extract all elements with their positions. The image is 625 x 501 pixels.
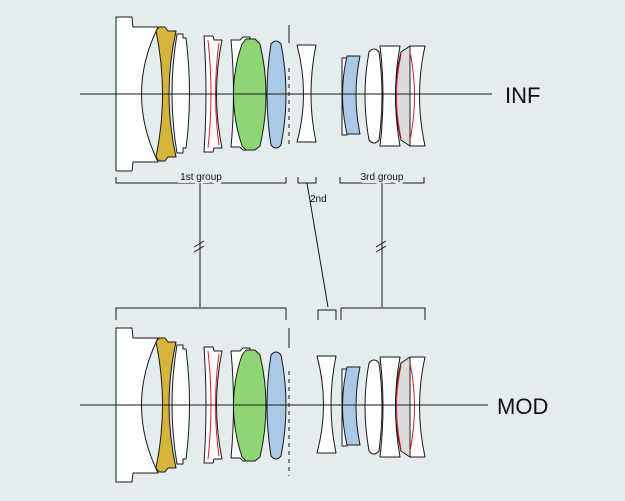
bracket-group2-top	[297, 177, 317, 184]
inf-group3-elements	[341, 45, 426, 147]
mod-group3-elements	[341, 356, 426, 458]
bracket-group3-bottom	[340, 307, 426, 320]
movement-lines	[193, 182, 387, 308]
inf-label: INF	[505, 83, 540, 108]
group1-label: 1st group	[180, 172, 222, 183]
bracket-group1-top	[115, 177, 287, 184]
group2-connector	[306, 182, 329, 308]
bracket-group2-bottom	[317, 309, 337, 320]
group3-break-mark	[375, 240, 387, 248]
group2-label: 2nd	[310, 194, 327, 205]
bracket-group1-bottom	[115, 307, 287, 320]
group3-label: 3rd group	[361, 172, 404, 183]
group1-break-mark	[193, 240, 205, 248]
mod-label: MOD	[497, 394, 548, 419]
